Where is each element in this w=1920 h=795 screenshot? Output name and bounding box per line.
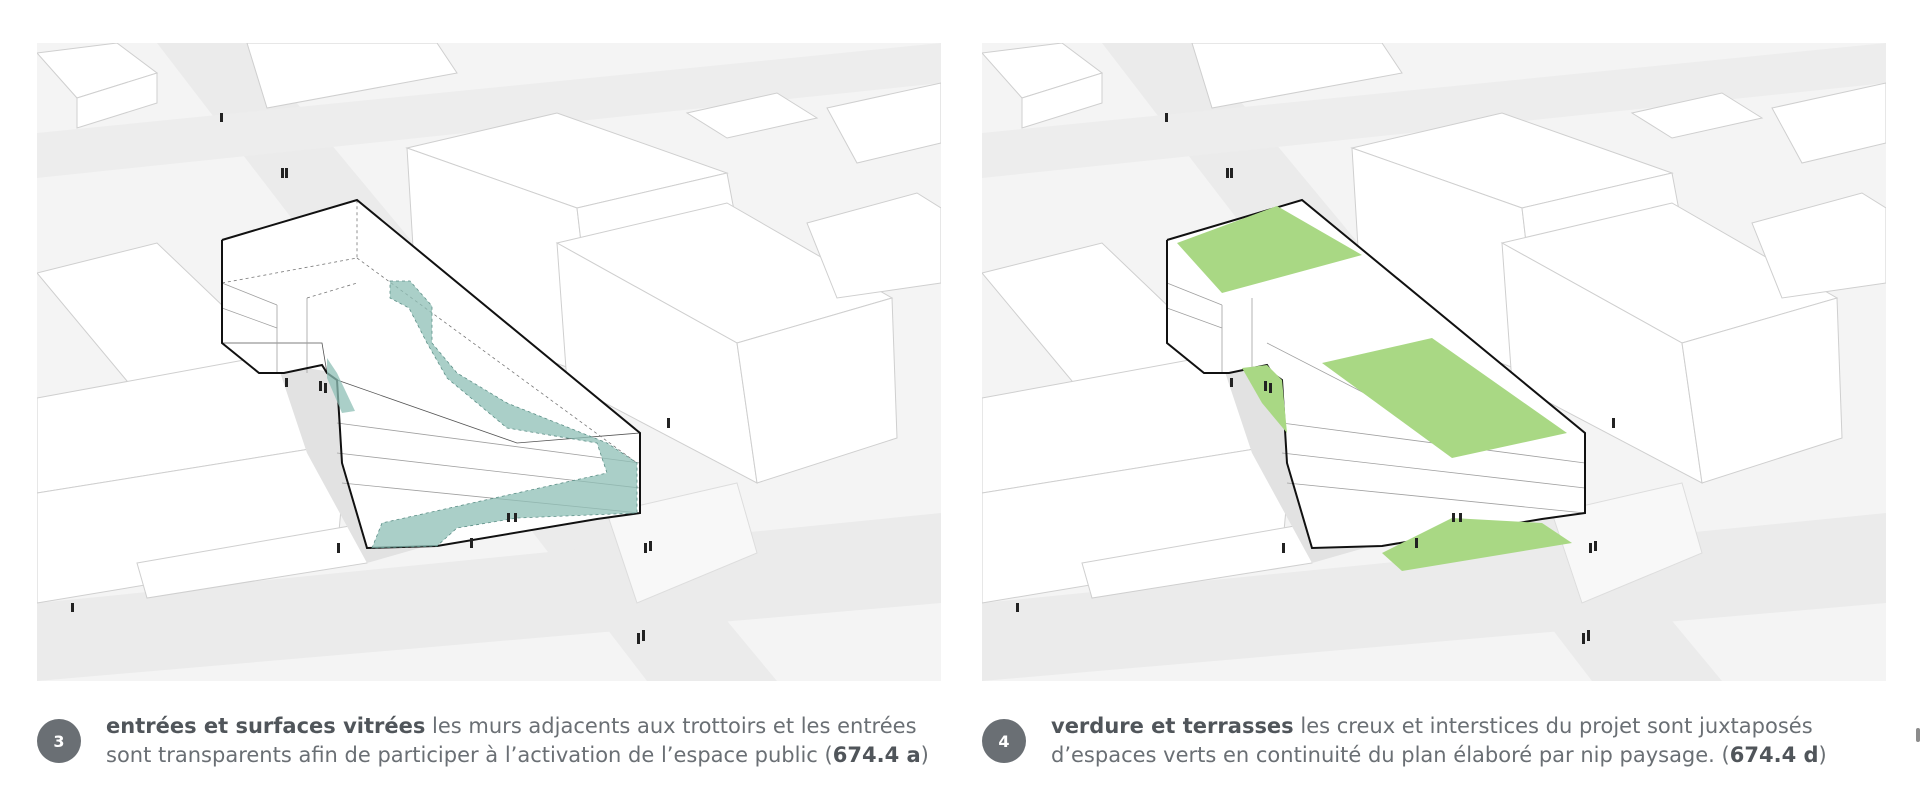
caption-text: entrées et surfaces vitrées les murs adj… [106,712,941,770]
caption-ref-close: ) [920,743,929,767]
caption-ref-open: ( [1721,743,1730,767]
caption-3: 3 entrées et surfaces vitrées les murs a… [37,710,941,770]
axonometric-diagram-greenery [982,43,1886,681]
glazed-surfaces [327,280,638,549]
people [1016,113,1615,644]
axonometric-diagram-entrances [37,43,941,681]
street [37,43,941,178]
green-areas [1177,206,1572,571]
people [71,113,670,644]
caption-ref-open: ( [824,743,833,767]
caption-title: entrées et surfaces vitrées [106,714,426,738]
caption-reference: 674.4 d [1729,743,1819,767]
caption-4: 4 verdure et terrasses les creux et inte… [982,710,1886,770]
caption-text: verdure et terrasses les creux et inters… [1051,712,1886,770]
caption-body: les murs adjacents aux trottoirs et les … [106,714,917,767]
context-buildings [37,43,941,604]
caption-title: verdure et terrasses [1051,714,1294,738]
sidewalk [606,482,758,604]
step-number-badge: 4 [982,719,1026,763]
caption-body: les creux et interstices du projet sont … [1051,714,1813,767]
axonometric-drawing [982,43,1886,681]
step-number-badge: 3 [37,719,81,763]
sidewalk [1551,482,1703,604]
street [982,43,1886,178]
caption-reference: 674.4 a [832,743,921,767]
axonometric-drawing [37,43,941,681]
caption-ref-close: ) [1818,743,1827,767]
page-edge-mark [1916,728,1920,742]
